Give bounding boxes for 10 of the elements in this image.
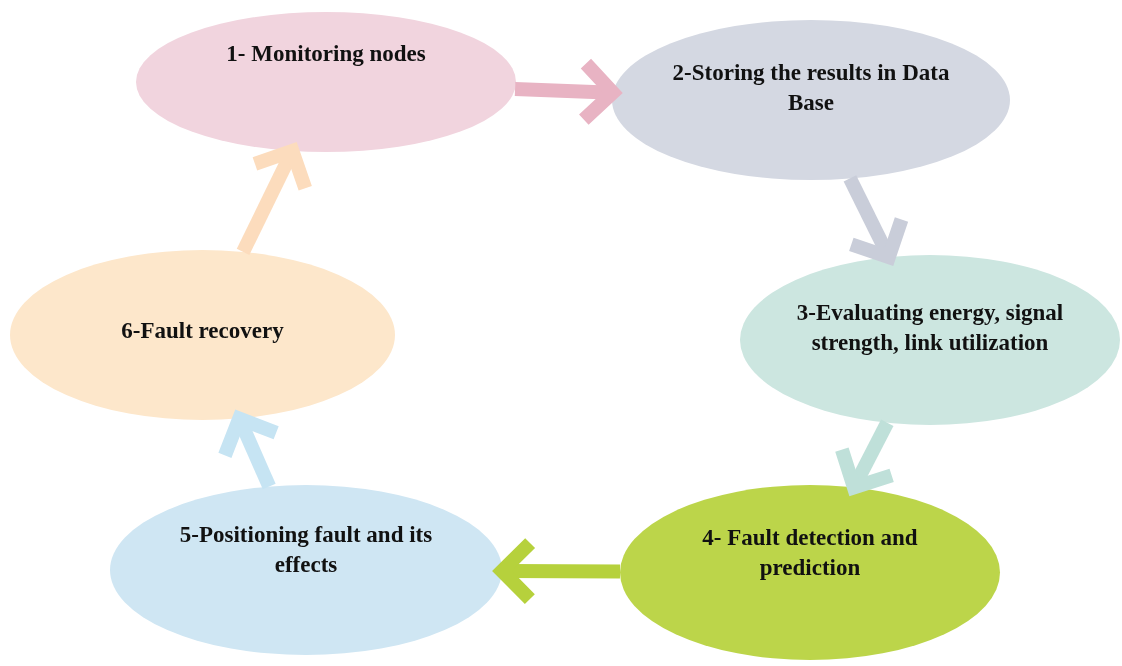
arrow	[514, 56, 620, 127]
step-label: 1- Monitoring nodes	[226, 40, 426, 68]
arrow	[495, 536, 621, 607]
arrow	[236, 143, 313, 255]
step-label: 6-Fault recovery	[121, 317, 284, 345]
step-label: 3-Evaluating energy, signal strength, link utilization	[795, 299, 1065, 357]
step-label: 5-Positioning fault and its effects	[178, 521, 434, 579]
step-label: 2-Storing the results in Data Base	[671, 59, 951, 117]
arrow	[843, 175, 909, 264]
step-label: 4- Fault detection and prediction	[701, 523, 919, 582]
